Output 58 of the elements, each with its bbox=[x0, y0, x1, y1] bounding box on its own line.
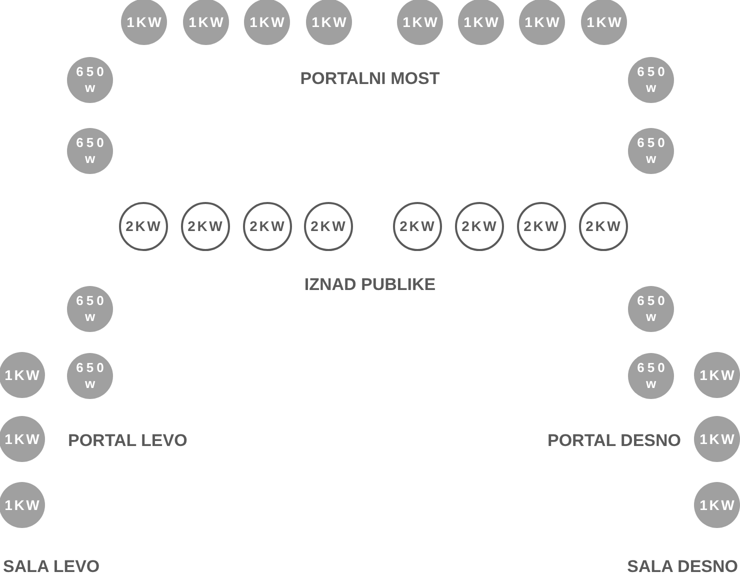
wattage-label: 1KW bbox=[4, 497, 42, 513]
wattage-label: 650 w bbox=[75, 293, 108, 325]
wattage-label: 1KW bbox=[4, 431, 42, 447]
filled-circle bbox=[458, 0, 504, 45]
zone-label: SALA LEVO bbox=[3, 558, 100, 574]
filled-circle bbox=[67, 353, 113, 399]
zone-label: SALA DESNO bbox=[627, 558, 738, 574]
filled-circle bbox=[628, 57, 674, 103]
zone-label: PORTAL DESNO bbox=[548, 432, 681, 448]
filled-circle bbox=[244, 0, 290, 45]
zone-label: PORTAL LEVO bbox=[68, 432, 188, 448]
filled-circle bbox=[628, 128, 674, 174]
filled-circle bbox=[519, 0, 565, 45]
wattage-label: 650 w bbox=[636, 135, 668, 167]
wattage-label: 650 w bbox=[636, 293, 668, 325]
wattage-label: 1KW bbox=[188, 14, 226, 30]
filled-circle bbox=[694, 352, 740, 398]
wattage-label: 650 w bbox=[636, 64, 668, 96]
wattage-label: 1KW bbox=[698, 367, 736, 383]
wattage-label: 650 w bbox=[75, 360, 108, 392]
wattage-label: 650 w bbox=[75, 64, 108, 96]
filled-circle bbox=[628, 286, 674, 332]
wattage-label: 2KW bbox=[186, 218, 224, 234]
wattage-label: 1KW bbox=[248, 14, 286, 30]
wattage-label: 1KW bbox=[462, 14, 500, 30]
wattage-label: 1KW bbox=[402, 14, 440, 30]
wattage-label: 2KW bbox=[124, 218, 162, 234]
wattage-label: 2KW bbox=[584, 218, 622, 234]
wattage-label: 1KW bbox=[698, 497, 736, 513]
wattage-label: 2KW bbox=[522, 218, 560, 234]
filled-circle bbox=[581, 0, 627, 45]
filled-circle bbox=[628, 353, 674, 399]
wattage-label: 1KW bbox=[524, 14, 562, 30]
filled-circle bbox=[67, 286, 113, 332]
wattage-label: 1KW bbox=[586, 14, 624, 30]
wattage-label: 1KW bbox=[4, 367, 42, 383]
wattage-label: 2KW bbox=[248, 218, 286, 234]
filled-circle bbox=[397, 0, 443, 45]
wattage-label: 2KW bbox=[460, 218, 498, 234]
filled-circle bbox=[306, 0, 352, 45]
filled-circle bbox=[0, 416, 45, 462]
filled-circle bbox=[67, 128, 113, 174]
filled-circle bbox=[121, 0, 167, 45]
filled-circle bbox=[0, 352, 45, 398]
filled-circle bbox=[0, 482, 45, 528]
zone-label: PORTALNI MOST bbox=[300, 70, 440, 86]
wattage-label: 2KW bbox=[310, 218, 348, 234]
filled-circle bbox=[694, 482, 740, 528]
wattage-label: 650 w bbox=[636, 360, 668, 392]
wattage-label: 1KW bbox=[698, 431, 736, 447]
filled-circle bbox=[694, 416, 740, 462]
zone-label: IZNAD PUBLIKE bbox=[304, 276, 436, 292]
wattage-label: 1KW bbox=[126, 14, 164, 30]
wattage-label: 2KW bbox=[398, 218, 436, 234]
wattage-label: 650 w bbox=[75, 135, 108, 167]
filled-circle bbox=[67, 57, 113, 103]
filled-circle bbox=[183, 0, 229, 45]
wattage-label: 1KW bbox=[310, 14, 348, 30]
